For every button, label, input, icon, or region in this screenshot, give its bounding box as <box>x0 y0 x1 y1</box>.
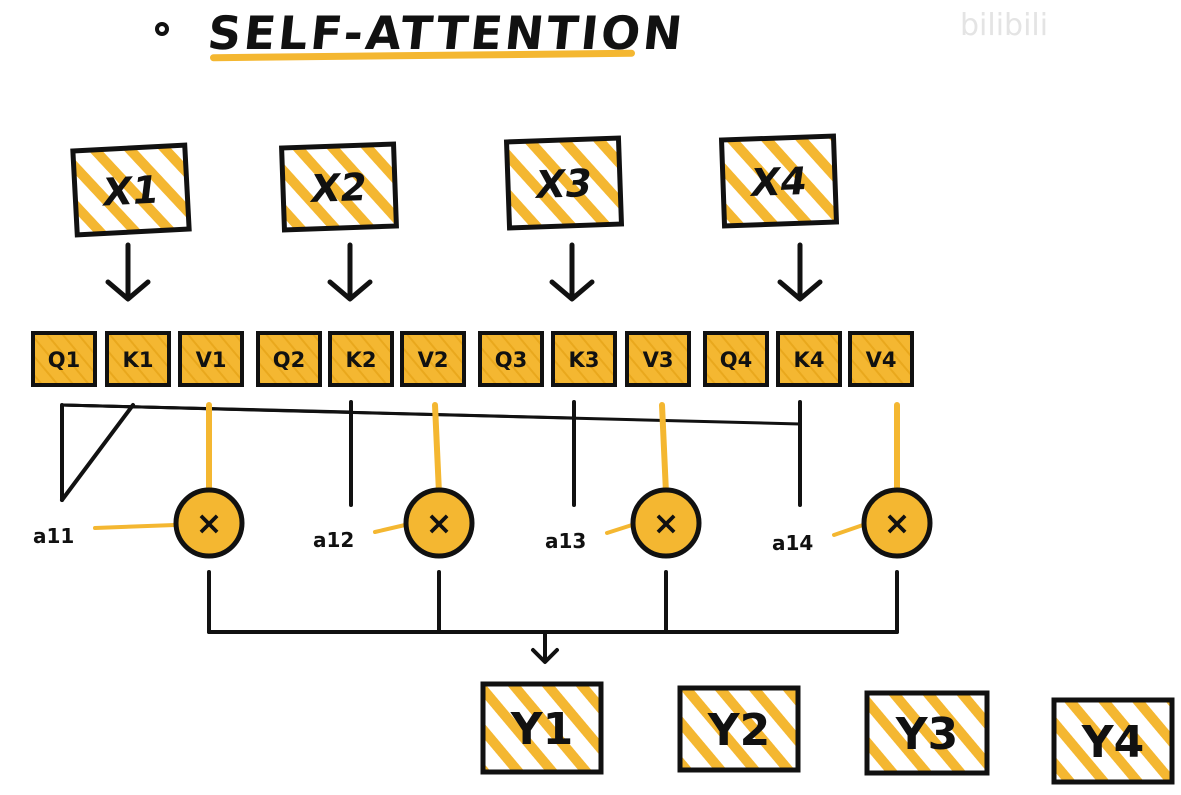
arrow-down-icon <box>777 279 823 302</box>
score-label-a14: a14 <box>772 531 813 555</box>
arrow-down-icon <box>531 648 559 664</box>
projection-label-k1: K1 <box>123 348 154 372</box>
multiply-icon: × <box>196 504 223 542</box>
projection-box-frame <box>848 331 914 387</box>
projection-box-k4: K4 <box>776 331 842 387</box>
output-box-frame <box>864 690 990 776</box>
output-boxes: Y1 Y2 Y3 Y4 <box>480 681 1175 785</box>
arrow-down-icon <box>105 279 151 302</box>
title-bullet-icon <box>155 22 169 36</box>
projection-box-k2: K2 <box>328 331 394 387</box>
projection-label-k2: K2 <box>346 348 377 372</box>
output-box-y3: Y3 <box>864 690 990 776</box>
projection-box-frame <box>703 331 769 387</box>
projection-box-frame <box>328 331 394 387</box>
projection-box-v3: V3 <box>625 331 691 387</box>
score-label-a12: a12 <box>313 528 354 552</box>
output-box-frame <box>480 681 604 775</box>
score-label-a13: a13 <box>545 529 586 553</box>
score-line-1 <box>93 523 177 530</box>
input-box-x4: X4 <box>718 133 840 229</box>
key-line-k1 <box>60 403 135 502</box>
projection-box-k3: K3 <box>551 331 617 387</box>
output-box-frame <box>1051 697 1175 785</box>
projection-label-v4: V4 <box>866 348 897 372</box>
output-box-y2: Y2 <box>677 685 801 773</box>
input-box-x2: X2 <box>279 141 399 233</box>
value-line-2 <box>432 402 442 496</box>
input-box-frame <box>718 133 840 229</box>
projection-label-k3: K3 <box>569 348 600 372</box>
arrow-down-icon <box>327 279 373 302</box>
output-box-y4: Y4 <box>1051 697 1175 785</box>
query-key-line-4 <box>60 403 802 426</box>
input-label-x1: X1 <box>100 168 161 216</box>
input-label-x3: X3 <box>533 161 595 208</box>
input-box-x3: X3 <box>503 135 625 231</box>
multiply-icon: × <box>884 504 911 542</box>
projection-box-q3: Q3 <box>478 331 544 387</box>
multiply-operator-2: × <box>403 487 475 559</box>
projection-box-frame <box>105 331 171 387</box>
projection-box-frame <box>625 331 691 387</box>
projection-box-v4: V4 <box>848 331 914 387</box>
score-line-4 <box>832 523 865 537</box>
multiply-icon: × <box>426 504 453 542</box>
multiply-operator-4: × <box>861 487 933 559</box>
projection-boxes: Q1 K1 V1 Q2 K2 V2 Q3 K3 V3 Q4 K4 V4 <box>31 331 914 387</box>
score-label-a11: a11 <box>33 524 74 548</box>
arrow-down-icon <box>549 279 595 302</box>
multiply-icon: × <box>653 504 680 542</box>
projection-label-q2: Q2 <box>273 348 305 372</box>
score-line-2 <box>373 523 407 534</box>
projection-label-v2: V2 <box>418 348 449 372</box>
multiply-operator-1: × <box>173 487 245 559</box>
projection-label-v1: V1 <box>196 348 227 372</box>
operator-circle <box>403 487 475 559</box>
input-box-x1: X1 <box>70 142 192 238</box>
projection-box-frame <box>178 331 244 387</box>
operator-circle <box>173 487 245 559</box>
operator-circle <box>630 487 702 559</box>
projection-box-frame <box>776 331 842 387</box>
projection-box-k1: K1 <box>105 331 171 387</box>
projection-box-frame <box>551 331 617 387</box>
output-label-y3: Y3 <box>895 709 958 760</box>
projection-box-frame <box>400 331 466 387</box>
projection-box-q2: Q2 <box>256 331 322 387</box>
projection-box-frame <box>31 331 97 387</box>
projection-label-k4: K4 <box>794 348 825 372</box>
input-box-frame <box>70 142 192 238</box>
projection-box-frame <box>256 331 322 387</box>
projection-label-q3: Q3 <box>495 348 527 372</box>
title-block: SELF-ATTENTION <box>150 2 688 72</box>
input-box-frame <box>503 135 625 231</box>
output-label-y2: Y2 <box>707 705 770 756</box>
operator-circle <box>861 487 933 559</box>
projection-label-q4: Q4 <box>720 348 752 372</box>
watermark-logo: bilibili <box>960 8 1049 43</box>
projection-box-v1: V1 <box>178 331 244 387</box>
input-boxes: X1 X2 X3 X4 <box>70 133 840 302</box>
input-label-x2: X2 <box>308 165 370 212</box>
score-line-3 <box>605 523 634 535</box>
output-box-y1: Y1 <box>480 681 604 775</box>
projection-box-v2: V2 <box>400 331 466 387</box>
connector-lines: a11 a12 a13 a14 <box>33 400 900 664</box>
projection-box-q1: Q1 <box>31 331 97 387</box>
projection-label-q1: Q1 <box>48 348 80 372</box>
projection-label-v3: V3 <box>643 348 674 372</box>
projection-box-frame <box>478 331 544 387</box>
output-label-y4: Y4 <box>1081 717 1144 768</box>
weighting-operators: × × × × <box>173 487 933 559</box>
input-box-frame <box>279 141 399 233</box>
output-box-frame <box>677 685 801 773</box>
value-line-3 <box>659 402 669 496</box>
projection-box-q4: Q4 <box>703 331 769 387</box>
multiply-operator-3: × <box>630 487 702 559</box>
input-label-x4: X4 <box>748 159 810 206</box>
output-label-y1: Y1 <box>510 704 573 755</box>
